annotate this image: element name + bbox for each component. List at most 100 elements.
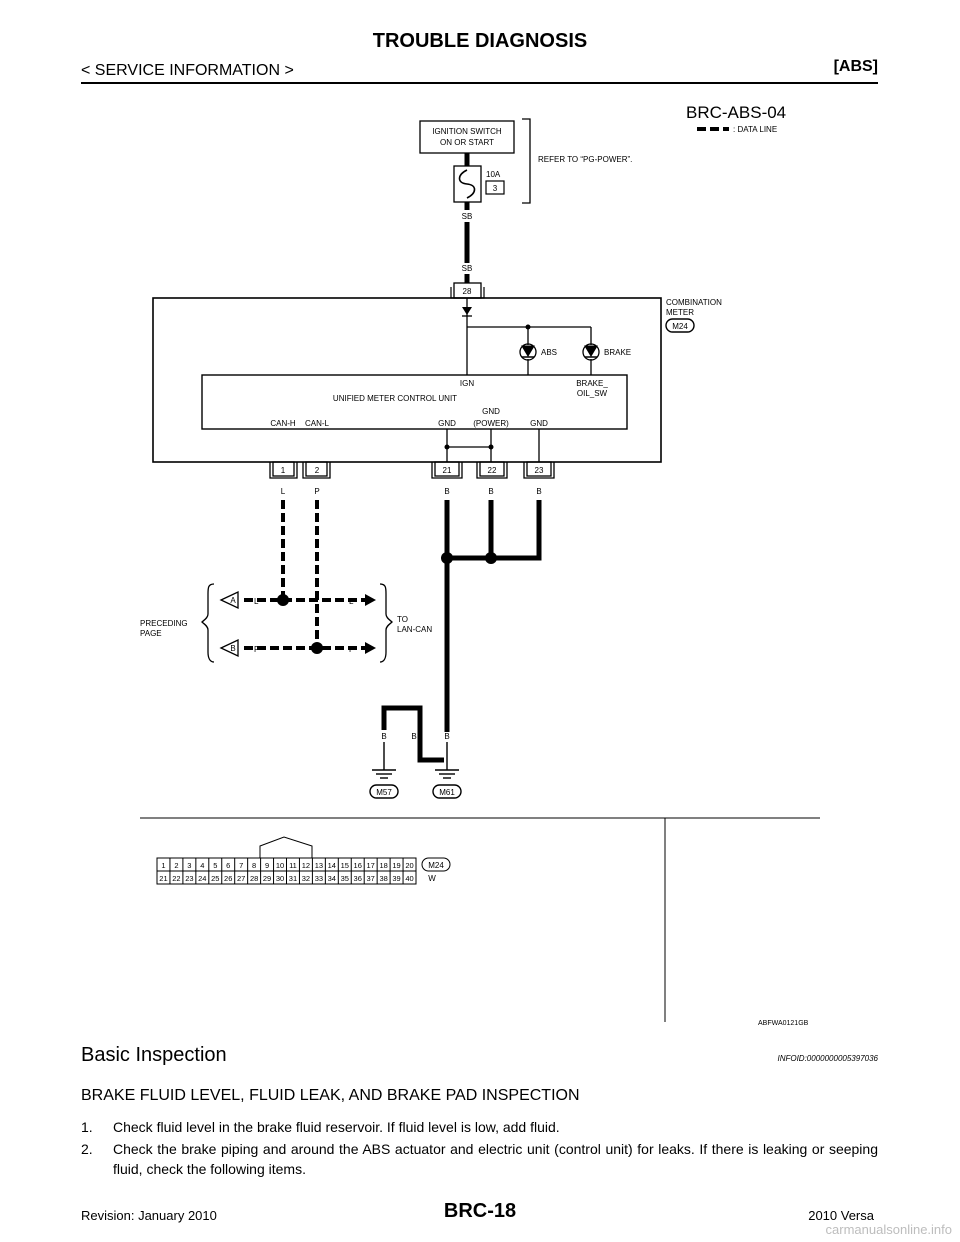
connector-pin: 8 (252, 861, 256, 870)
connector-pin: 3 (187, 861, 191, 870)
connector-pin: 24 (198, 874, 206, 883)
connector-pin: 21 (159, 874, 167, 883)
section-tag: [ABS] (833, 58, 878, 75)
connector-pin: 10 (276, 861, 284, 870)
terminal-label: 2 (315, 466, 320, 475)
connector-pin: 30 (276, 874, 284, 883)
terminal-label: 21 (443, 466, 452, 475)
connector-pin: 33 (315, 874, 323, 883)
info-id: INFOID:0000000005397036 (777, 1054, 878, 1063)
marker-a-label: A (230, 596, 236, 605)
fuse-icon (458, 169, 476, 199)
wire-color: P (254, 645, 259, 654)
watermark: carmanualsonline.info (825, 1222, 952, 1237)
wire-color: L (349, 597, 354, 606)
meter-connector: M24 (672, 322, 688, 331)
connector-id-badge (421, 857, 451, 872)
connector-pin: 39 (392, 874, 400, 883)
terminal-1 (272, 461, 295, 477)
terminal-label: 23 (535, 466, 544, 475)
meter-name-1: COMBINATION (666, 298, 722, 307)
wire-color: L (254, 597, 259, 606)
connector-pin: 4 (200, 861, 204, 870)
lamp-brake-label: BRAKE (604, 348, 631, 357)
preceding-label-1: PRECEDING (140, 619, 188, 628)
diagram-code: BRC-ABS-04 (686, 103, 786, 122)
connector-pin: 31 (289, 874, 297, 883)
section-label: < SERVICE INFORMATION > (81, 62, 294, 79)
brake-oil-label-2: OIL_SW (577, 389, 608, 398)
connector-pin: 7 (239, 861, 243, 870)
terminal-label: 22 (488, 466, 497, 475)
terminal-2 (305, 461, 328, 477)
connector-pin: 28 (250, 874, 258, 883)
fuse-number: 3 (493, 184, 498, 193)
pin-label: CAN-H (270, 419, 296, 428)
wire-color: L (281, 487, 286, 496)
connector-pin: 12 (302, 861, 310, 870)
refer-bracket (522, 118, 531, 204)
arrow-right-icon (365, 594, 376, 606)
connector-pin: 18 (379, 861, 387, 870)
marker-b-icon (219, 638, 239, 658)
ground-m61-badge (432, 784, 462, 799)
section-heading: Basic Inspection (81, 1044, 227, 1066)
lamp-abs-label: ABS (541, 348, 557, 357)
abs-lamp-icon (519, 343, 537, 361)
model-label: 2010 Versa (808, 1208, 874, 1223)
connector-pin: 9 (265, 861, 269, 870)
arrow-right-icon (365, 642, 376, 654)
connector-pin: 38 (379, 874, 387, 883)
connector-pin: 5 (213, 861, 217, 870)
to-label-1: TO (397, 615, 408, 624)
page-number: BRC-18 (443, 1200, 517, 1222)
connector-pin: 11 (289, 861, 297, 870)
ground-m57-label: M57 (376, 788, 392, 797)
preceding-brace (201, 583, 215, 663)
wire-color-sb: SB (462, 212, 473, 221)
ign-label: IGN (460, 379, 474, 388)
wire-color: B (444, 487, 449, 496)
connector-pin: 23 (185, 874, 193, 883)
fuse-rating: 10A (486, 170, 501, 179)
control-unit-label: UNIFIED METER CONTROL UNIT (333, 394, 457, 403)
to-label-2: LAN-CAN (397, 625, 432, 634)
wire-color: B (488, 487, 493, 496)
combination-meter-box (152, 297, 662, 463)
brake-lamp-icon (582, 343, 600, 361)
page-title: TROUBLE DIAGNOSIS (372, 30, 588, 52)
connector-pin: 20 (405, 861, 413, 870)
refer-note: REFER TO “PG-POWER”. (538, 155, 632, 164)
meter-connector-badge (665, 318, 695, 333)
ground-m57-badge (369, 784, 399, 799)
connector-pin: 27 (237, 874, 245, 883)
connector-pin: 32 (302, 874, 310, 883)
connector-key (259, 836, 313, 858)
wire-color: P (314, 487, 319, 496)
wire-color: B (411, 732, 416, 741)
step-text: Check the brake piping and around the AB… (113, 1141, 878, 1177)
step-item: 2. Check the brake piping and around the… (81, 1139, 878, 1179)
connector-pin: 22 (172, 874, 180, 883)
wire-color: B (444, 732, 449, 741)
terminal-label: 1 (281, 466, 286, 475)
revision-label: Revision: January 2010 (81, 1208, 217, 1223)
terminal-21 (434, 461, 460, 477)
connector-pin: 40 (405, 874, 413, 883)
step-number: 1. (81, 1119, 93, 1135)
step-text: Check fluid level in the brake fluid res… (113, 1119, 560, 1135)
connector-pin: 26 (224, 874, 232, 883)
meter-name-2: METER (666, 308, 694, 317)
pin-label: GND (438, 419, 456, 428)
terminal-label: 28 (463, 287, 472, 296)
marker-b-label: B (230, 644, 235, 653)
ignition-label-2: ON OR START (440, 138, 494, 147)
wiring-diagram: 1234567891011121314151617181920212223242… (140, 103, 820, 1027)
pin-label: CAN-L (305, 419, 330, 428)
ign-arrow-icon (462, 307, 472, 315)
ground-m61-label: M61 (439, 788, 455, 797)
connector-id: M24 (428, 861, 444, 870)
connector-pin: 14 (328, 861, 336, 870)
connector-pin: 37 (367, 874, 375, 883)
wire-color: B (381, 732, 386, 741)
